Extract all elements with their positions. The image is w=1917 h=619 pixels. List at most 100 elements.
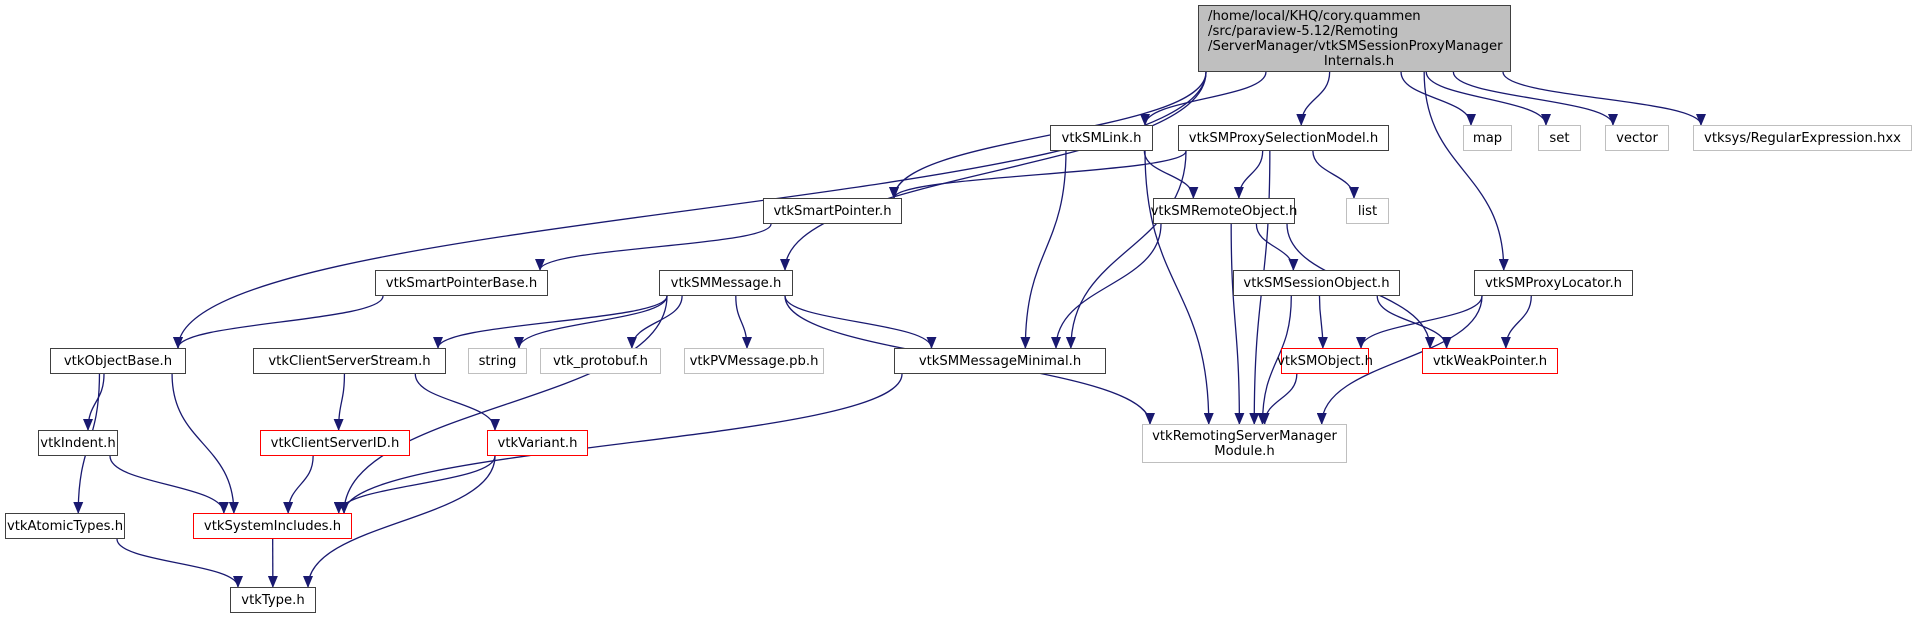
edge-session-to-module	[1257, 295, 1292, 425]
node-label: vtk_protobuf.h	[553, 353, 648, 369]
node-label: vtkVariant.h	[497, 435, 578, 451]
edge-smlink-to-module	[1144, 150, 1214, 425]
edge-csstream-to-variant	[414, 373, 500, 431]
node-vtkAtomicTypes[interactable]: vtkAtomicTypes.h	[5, 513, 125, 539]
edge-root-to-map	[1400, 71, 1476, 126]
edge-variant-to-type	[303, 455, 496, 588]
node-label: vtkWeakPointer.h	[1432, 353, 1548, 369]
node-label: string	[478, 353, 517, 369]
node-label: vtkSystemIncludes.h	[203, 518, 342, 534]
node-vtkSMProxyLocator[interactable]: vtkSMProxyLocator.h	[1474, 270, 1633, 296]
node-vtkSMRemoteObject[interactable]: vtkSMRemoteObject.h	[1150, 198, 1298, 224]
node-label: vtkObjectBase.h	[63, 353, 173, 369]
node-label: vtkSMMessage.h	[670, 275, 782, 291]
edge-objbase-to-sysinc	[171, 373, 239, 514]
node-label: vtkIndent.h	[40, 435, 116, 451]
node-vtkVariant[interactable]: vtkVariant.h	[487, 430, 588, 456]
edge-locator-to-weak	[1500, 295, 1532, 349]
node-label: vtkPVMessage.pb.h	[689, 353, 819, 369]
node-vector: vector	[1605, 125, 1669, 151]
node-vtkSMLink[interactable]: vtkSMLink.h	[1050, 125, 1153, 151]
node-label-line-2: Module.h	[1214, 443, 1275, 459]
edge-variant-to-sysinc	[333, 455, 496, 514]
node-vtkSmartPointerBase[interactable]: vtkSmartPointerBase.h	[375, 270, 548, 296]
node-label: map	[1472, 130, 1503, 146]
node-vtkType[interactable]: vtkType.h	[230, 587, 316, 613]
node-label: vtkSMProxyLocator.h	[1485, 275, 1622, 291]
edge-objbase-to-indent	[83, 373, 105, 431]
node-map: map	[1463, 125, 1512, 151]
node-vtkRemotingServerManagerModule: vtkRemotingServerManager Module.h	[1142, 424, 1347, 463]
node-vtkClientServerID[interactable]: vtkClientServerID.h	[260, 430, 410, 456]
edge-remote-to-module	[1230, 223, 1245, 425]
edge-locator-to-smobj	[1356, 295, 1483, 349]
node-label: vtkClientServerID.h	[270, 435, 400, 451]
root-path-line-3: /ServerManager/vtkSMSessionProxyManager	[1208, 38, 1503, 54]
node-set: set	[1538, 125, 1581, 151]
edge-smmsg-to-pvmsg	[735, 295, 752, 349]
edge-root-to-regex	[1502, 71, 1706, 126]
edge-smartbase-to-objbase	[173, 295, 384, 349]
node-label: vtkSmartPointer.h	[773, 203, 892, 219]
node-label: list	[1357, 203, 1378, 219]
root-path-line-1: /home/local/KHQ/cory.quammen	[1208, 8, 1421, 24]
node-vtkPVMessage-pb: vtkPVMessage.pb.h	[684, 348, 824, 374]
node-vtkSMSessionObject[interactable]: vtkSMSessionObject.h	[1233, 270, 1400, 296]
edge-session-to-weak	[1376, 295, 1452, 349]
edge-smmsg-to-protobuf	[626, 295, 683, 349]
edge-root-to-objbase	[173, 71, 1207, 349]
edge-smpsm-to-remote	[1233, 150, 1264, 199]
node-label: vtkSMProxySelectionModel.h	[1188, 130, 1379, 146]
edge-remote-to-msgmin	[1051, 223, 1162, 349]
node-label: vtkAtomicTypes.h	[6, 518, 124, 534]
node-label: vtkSMLink.h	[1061, 130, 1142, 146]
node-vtkWeakPointer[interactable]: vtkWeakPointer.h	[1422, 348, 1558, 374]
root-path-line-4: Internals.h	[1323, 53, 1395, 69]
edge-smmsg-to-msgmin	[784, 295, 937, 349]
node-label: vtkSMMessageMinimal.h	[918, 353, 1082, 369]
node-label: vtkSMRemoteObject.h	[1150, 203, 1298, 219]
node-label: vtkClientServerStream.h	[268, 353, 431, 369]
edge-root-to-set	[1425, 71, 1551, 126]
node-label: vector	[1616, 130, 1658, 146]
edge-smpsm-to-list	[1312, 150, 1359, 199]
edge-root-to-smpsm	[1296, 71, 1331, 126]
edge-smmsg-to-string	[514, 295, 668, 349]
node-label: set	[1549, 130, 1570, 146]
node-label: vtkSMObject.h	[1277, 353, 1373, 369]
edge-smartptr-to-smartbase	[535, 223, 772, 271]
node-list: list	[1346, 198, 1389, 224]
edge-smpsm-to-smartptr	[889, 150, 1187, 199]
node-vtkSMObject[interactable]: vtkSMObject.h	[1277, 348, 1373, 374]
edge-csid-to-sysinc	[283, 455, 314, 514]
edge-indent-to-sysinc	[109, 455, 229, 514]
edge-csstream-to-csid	[333, 373, 346, 431]
node-vtkSMMessageMinimal[interactable]: vtkSMMessageMinimal.h	[894, 348, 1106, 374]
edge-root-to-vector	[1452, 71, 1618, 126]
node-vtkClientServerStream[interactable]: vtkClientServerStream.h	[253, 348, 446, 374]
edge-session-to-smobj	[1317, 295, 1328, 349]
edge-smmsg-to-csstream	[433, 295, 668, 349]
edge-root-to-locator	[1423, 71, 1509, 271]
node-label: vtkSmartPointerBase.h	[385, 275, 538, 291]
edge-smobj-to-module	[1259, 373, 1298, 425]
node-vtk_protobuf: vtk_protobuf.h	[540, 348, 661, 374]
node-label: vtkType.h	[241, 592, 305, 608]
edge-remote-to-session	[1255, 223, 1299, 271]
node-string: string	[468, 348, 527, 374]
node-vtkSMProxySelectionModel[interactable]: vtkSMProxySelectionModel.h	[1178, 125, 1389, 151]
root-path-line-2: /src/paraview-5.12/Remoting	[1208, 23, 1399, 39]
node-label-line-1: vtkRemotingServerManager	[1152, 428, 1337, 444]
node-vtkIndent[interactable]: vtkIndent.h	[38, 430, 118, 456]
edge-root-to-smmsg	[780, 71, 1207, 271]
edge-smlink-to-msgmin	[1020, 150, 1067, 349]
node-vtkSystemIncludes[interactable]: vtkSystemIncludes.h	[193, 513, 352, 539]
edge-atomic-to-type	[116, 538, 243, 588]
edge-locator-to-module	[1316, 295, 1483, 425]
edge-root-to-smlink	[1140, 71, 1267, 126]
node-vtkObjectBase[interactable]: vtkObjectBase.h	[50, 348, 186, 374]
node-vtkSmartPointer[interactable]: vtkSmartPointer.h	[763, 198, 902, 224]
edge-msgmin-to-sysinc	[339, 373, 903, 514]
node-vtkSMMessage[interactable]: vtkSMMessage.h	[659, 270, 793, 296]
